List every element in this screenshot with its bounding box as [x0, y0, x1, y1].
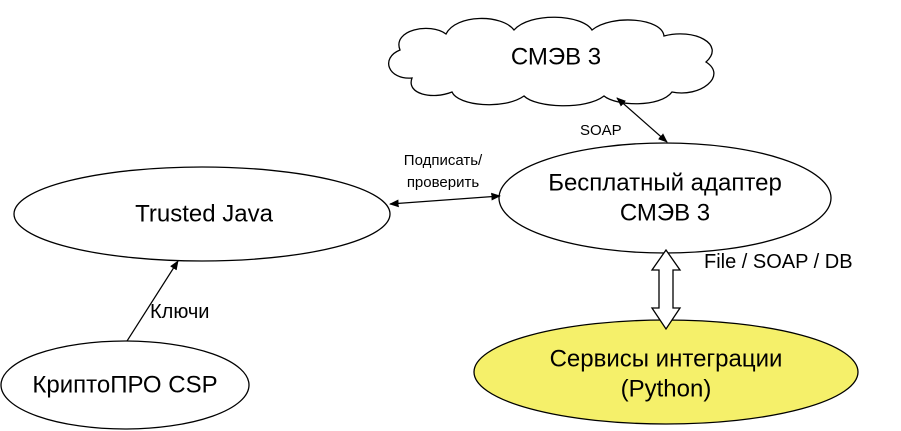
- edge-transport: File / SOAP / DB: [650, 248, 853, 331]
- soap-label: SOAP: [580, 122, 622, 139]
- adapter-label-line2: СМЭВ 3: [620, 199, 710, 226]
- keys-label: Ключи: [150, 301, 209, 323]
- cloud-shape: [388, 16, 715, 107]
- node-cryptopro: КриптоПРО CSP: [0, 340, 250, 430]
- soap-arrow: [616, 97, 668, 143]
- cryptopro-ellipse: [0, 340, 250, 430]
- edge-sign: Подписать/ проверить: [389, 152, 501, 208]
- sign-label-line2: проверить: [407, 174, 480, 191]
- sign-arrow: [389, 192, 501, 208]
- smev3-label: СМЭВ 3: [511, 43, 601, 70]
- edge-soap: SOAP: [580, 97, 668, 143]
- transport-label: File / SOAP / DB: [704, 251, 853, 273]
- transport-block-arrow: [650, 248, 682, 331]
- adapter-label-line1: Бесплатный адаптер: [548, 169, 782, 196]
- node-adapter: Бесплатный адаптер СМЭВ 3: [498, 142, 832, 254]
- adapter-ellipse: [498, 142, 832, 254]
- node-trusted-java: Trusted Java: [13, 166, 391, 262]
- keys-arrow: [126, 260, 179, 342]
- sign-label-line1: Подписать/: [404, 152, 483, 169]
- cryptopro-label: КриптоПРО CSP: [32, 371, 217, 398]
- integration-label-line1: Сервисы интеграции: [550, 345, 783, 372]
- trusted-java-label: Trusted Java: [135, 200, 273, 227]
- trusted-java-ellipse: [13, 166, 391, 262]
- node-integration: Сервисы интеграции (Python): [473, 319, 859, 425]
- integration-label-line2: (Python): [621, 375, 712, 402]
- node-smev3: СМЭВ 3: [388, 16, 715, 107]
- edge-keys: Ключи: [126, 260, 209, 342]
